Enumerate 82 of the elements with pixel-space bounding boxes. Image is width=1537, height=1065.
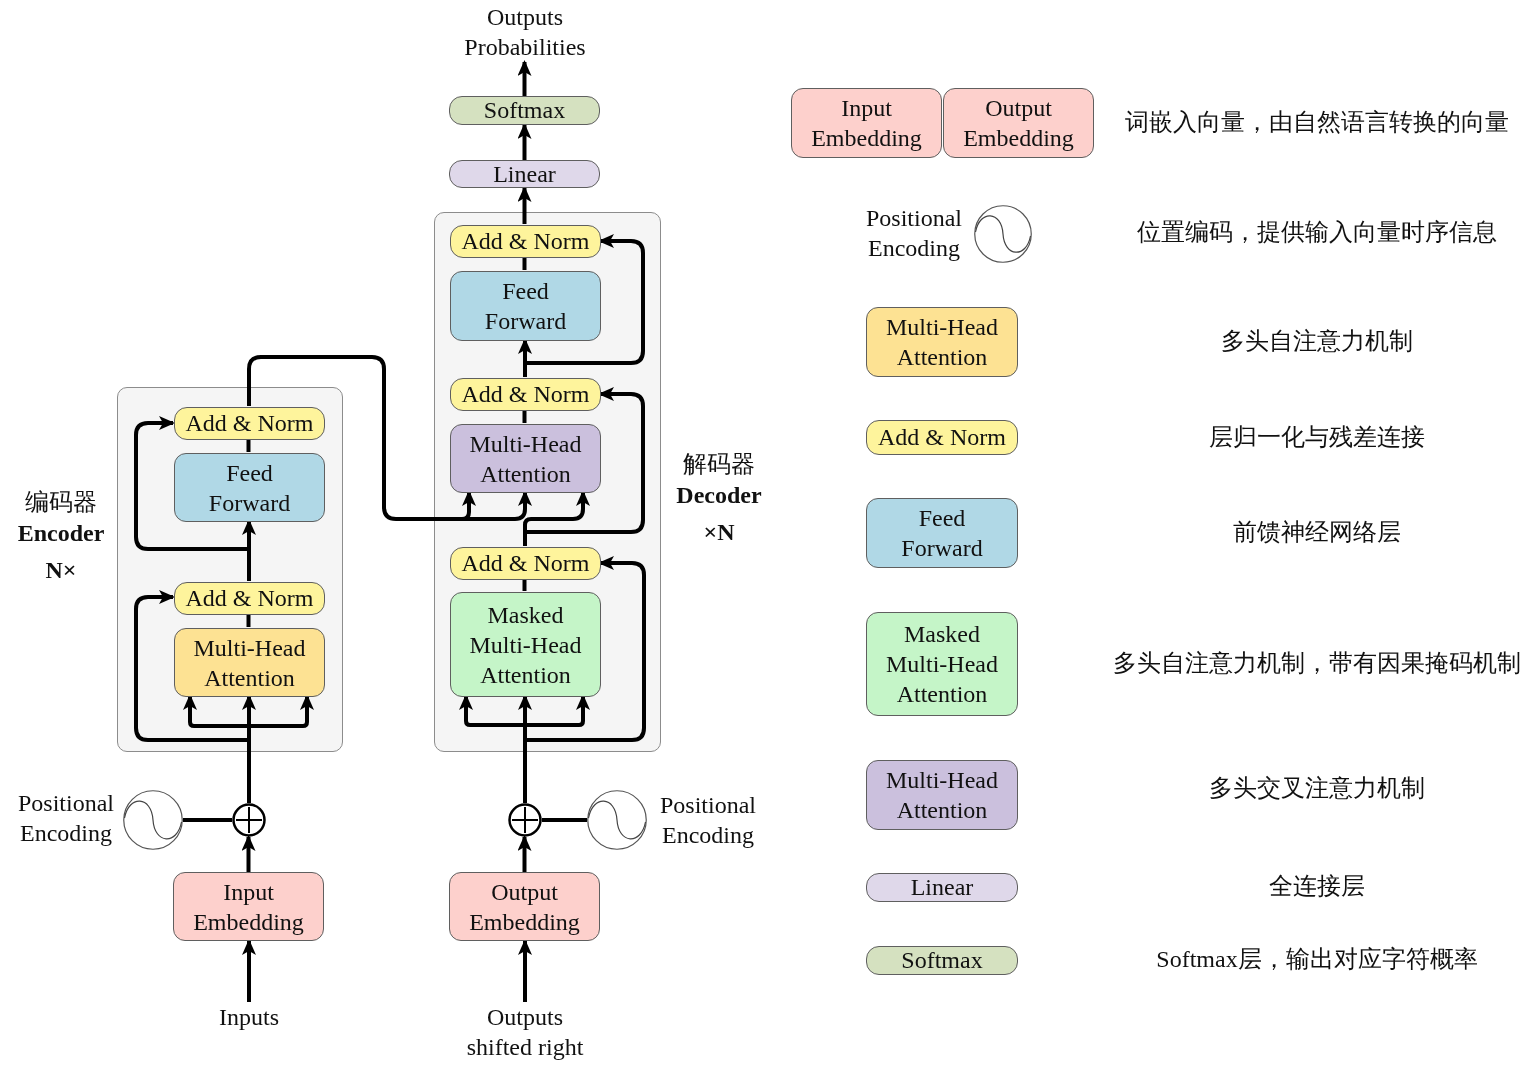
cross-attention-box: Multi-Head Attention: [450, 424, 601, 493]
feed-forward-box: Feed Forward: [450, 271, 601, 341]
plus-circle-icon: [508, 803, 542, 837]
output-label: Outputs Probabilities: [462, 2, 588, 62]
input-label: Inputs: [214, 1002, 284, 1032]
embedding-box: Output Embedding: [449, 872, 600, 941]
embedding-box: Input Embedding: [791, 88, 942, 158]
feed-forward-box: Feed Forward: [866, 498, 1018, 568]
add-norm-box: Add & Norm: [174, 582, 325, 615]
arrow: [525, 234, 645, 365]
sine-wave-icon: [587, 790, 647, 850]
arrow: [242, 519, 256, 549]
connector-line: [523, 725, 527, 803]
softmax-box: Softmax: [449, 96, 600, 125]
sine-wave-icon: [974, 205, 1032, 263]
description-text: 词嵌入向量，由自然语言转换的向量: [1125, 108, 1509, 137]
description-text: 前馈神经网络层: [1233, 518, 1401, 547]
linear-box: Linear: [449, 160, 600, 188]
connector-line: [246, 439, 251, 452]
masked-attention-box: Masked Multi-Head Attention: [866, 612, 1018, 716]
connector-line: [183, 818, 232, 822]
arrow: [523, 490, 590, 532]
softmax-box: Softmax: [866, 946, 1018, 975]
encoding-label: Positional Encoding: [865, 204, 963, 263]
description-text: 多头交叉注意力机制: [1209, 774, 1425, 803]
arrow: [455, 490, 532, 521]
encoding-label: Positional Encoding: [17, 789, 115, 848]
sine-wave-icon: [123, 790, 183, 850]
arrow: [518, 694, 532, 725]
description-text: 全连接层: [1269, 872, 1365, 901]
connector-line: [522, 579, 527, 591]
encoding-label: Positional Encoding: [659, 791, 757, 850]
add-norm-box: Add & Norm: [174, 407, 325, 440]
arrow: [134, 416, 249, 551]
connector-line: [247, 355, 455, 521]
repeat-label: N×: [45, 556, 77, 585]
arrow: [518, 939, 532, 1002]
connector-line: [542, 818, 587, 822]
plus-circle-icon: [232, 803, 266, 837]
attention-box: Multi-Head Attention: [174, 628, 325, 697]
arrow: [249, 694, 314, 728]
embedding-box: Input Embedding: [173, 872, 324, 941]
arrow: [459, 694, 525, 727]
arrow: [525, 387, 645, 534]
linear-box: Linear: [866, 873, 1018, 902]
arrow: [525, 556, 646, 742]
arrow: [242, 694, 256, 726]
description-text: 多头自注意力机制: [1221, 327, 1413, 356]
block-title: Encoder: [17, 519, 105, 548]
feed-forward-box: Feed Forward: [174, 453, 325, 522]
connector-line: [522, 257, 527, 270]
repeat-label: ×N: [703, 518, 735, 547]
connector-line: [522, 410, 527, 423]
embedding-box: Output Embedding: [943, 88, 1094, 158]
description-text: 层归一化与残差连接: [1209, 423, 1425, 452]
arrow: [517, 60, 532, 96]
add-norm-box: Add & Norm: [866, 420, 1018, 455]
arrow: [517, 123, 532, 160]
add-norm-box: Add & Norm: [450, 378, 601, 411]
masked-attention-box: Masked Multi-Head Attention: [450, 592, 601, 697]
arrow: [517, 835, 532, 872]
block-title: 解码器: [683, 450, 755, 479]
arrow: [517, 186, 532, 224]
arrow: [525, 694, 590, 727]
add-norm-box: Add & Norm: [450, 547, 601, 580]
attention-box: Multi-Head Attention: [866, 307, 1018, 377]
arrow: [241, 835, 256, 872]
arrow: [242, 939, 256, 1002]
connector-line: [246, 614, 251, 627]
add-norm-box: Add & Norm: [450, 225, 601, 258]
block-title: Decoder: [676, 481, 762, 510]
cross-attention-box: Multi-Head Attention: [866, 760, 1018, 830]
arrow: [134, 590, 249, 742]
arrow: [518, 338, 532, 363]
description-text: 多头自注意力机制，带有因果掩码机制: [1113, 649, 1521, 678]
description-text: 位置编码，提供输入向量时序信息: [1137, 218, 1497, 247]
connector-line: [523, 363, 527, 377]
block-title: 编码器: [25, 488, 97, 517]
connector-line: [247, 549, 251, 581]
description-text: Softmax层，输出对应字符概率: [1156, 945, 1478, 974]
connector-line: [523, 532, 527, 546]
input-label: Outputs shifted right: [464, 1002, 586, 1062]
